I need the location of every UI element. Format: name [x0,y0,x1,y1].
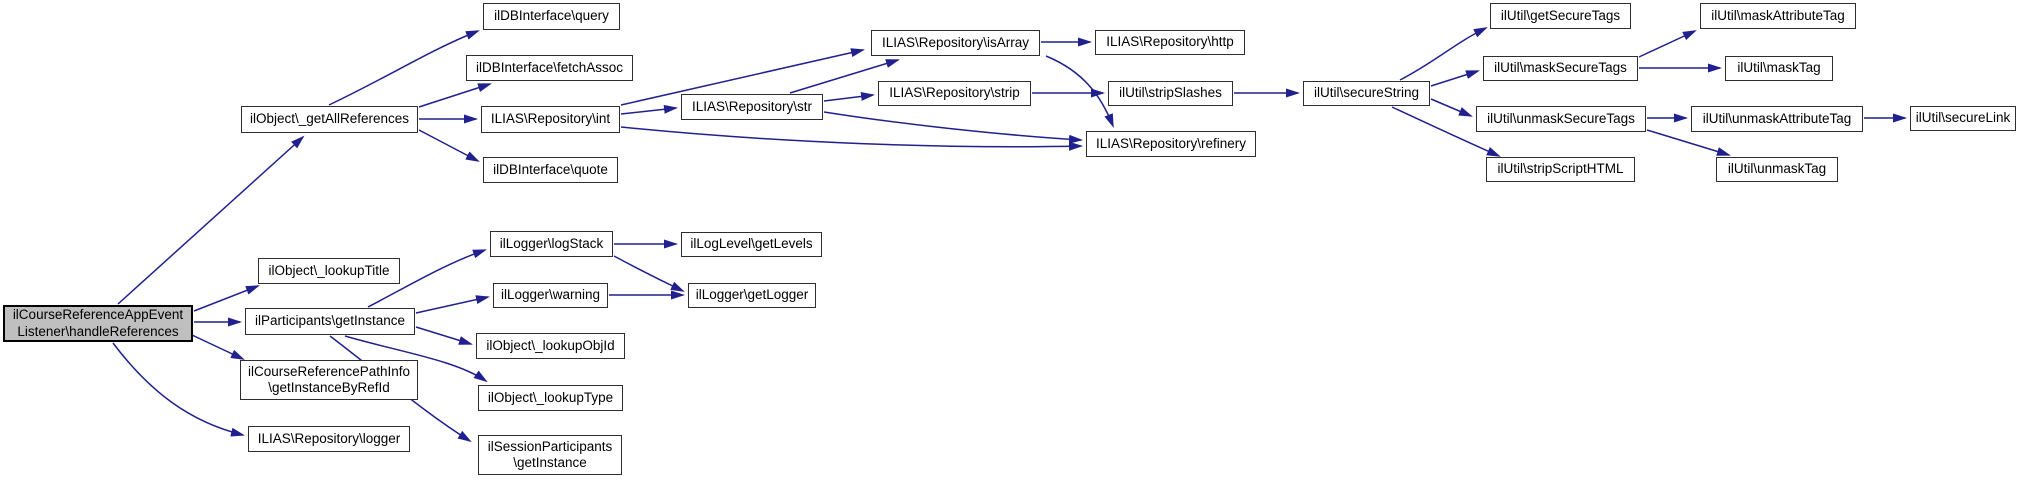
edge-int-refinery [620,126,1083,151]
node-repository-logger[interactable]: ILIAS\Repository\logger [248,426,410,452]
edge-str-isarray [789,59,900,94]
edge-securestring-unmasksecuretags [1430,98,1473,117]
edge-str-refinery [823,111,1083,144]
node-mask-secure-tags[interactable]: ilUtil\maskSecureTags [1483,56,1638,81]
edge-getallreferences-fetchassoc [418,83,492,108]
edge-handlereferences-repositorylogger [112,342,245,437]
node-repository-int[interactable]: ILIAS\Repository\int [481,106,620,133]
node-repository-refinery[interactable]: ILIAS\Repository\refinery [1086,131,1256,157]
node-db-quote[interactable]: ilDBInterface\quote [483,157,618,183]
node-get-logger[interactable]: ilLogger\getLogger [688,283,816,308]
node-lookup-type[interactable]: ilObject\_lookupType [478,385,623,411]
node-unmask-tag[interactable]: ilUtil\unmaskTag [1716,157,1838,182]
node-path-info-get-instance-by-ref-id[interactable]: ilCourseReferencePathInfo \getInstanceBy… [240,360,418,400]
node-lookup-title[interactable]: ilObject\_lookupTitle [258,258,400,284]
node-participants-get-instance[interactable]: ilParticipants\getInstance [245,308,415,335]
node-secure-link[interactable]: ilUtil\secureLink [1910,106,2016,131]
node-repository-str[interactable]: ILIAS\Repository\str [681,94,823,120]
edge-logstack-getlogger [613,255,685,292]
node-logger-warning[interactable]: ilLogger\warning [493,283,608,308]
edge-int-str [620,104,678,115]
edge-securestring-stripscripthtml [1391,106,1501,157]
node-repository-http[interactable]: ILIAS\Repository\http [1095,30,1245,55]
node-mask-tag[interactable]: ilUtil\maskTag [1725,56,1833,81]
node-secure-string[interactable]: ilUtil\secureString [1303,81,1430,106]
node-strip-slashes[interactable]: ilUtil\stripSlashes [1108,81,1233,106]
node-strip-script-html[interactable]: ilUtil\stripScriptHTML [1486,157,1635,182]
edge-participantsgetinstance-logstack [367,249,487,308]
edge-handlereferences-getallreferences [117,135,305,305]
node-lookup-obj-id[interactable]: ilObject\_lookupObjId [476,333,625,359]
node-unmask-secure-tags[interactable]: ilUtil\unmaskSecureTags [1476,106,1646,132]
edge-participantsgetinstance-lookuptype [344,335,488,383]
node-db-query[interactable]: ilDBInterface\query [483,3,620,30]
node-session-participants-get-instance[interactable]: ilSessionParticipants \getInstance [478,435,622,475]
edge-unmasksecuretags-unmasktag [1646,129,1731,156]
edge-masksecuretags-maskattributetag [1638,30,1697,58]
node-get-levels[interactable]: ilLogLevel\getLevels [681,232,822,257]
node-db-fetch-assoc[interactable]: ilDBInterface\fetchAssoc [466,55,633,81]
node-get-all-references[interactable]: ilObject\_getAllReferences [241,106,418,133]
edge-securestring-getsecuretags [1399,27,1488,81]
node-unmask-attribute-tag[interactable]: ilUtil\unmaskAttributeTag [1691,106,1863,132]
edge-int-isarray [620,48,865,106]
edge-str-strip [823,91,875,102]
edge-handlereferences-lookuptitle [193,285,260,312]
edge-getallreferences-quote [418,129,480,162]
node-log-stack[interactable]: ilLogger\logStack [490,231,613,257]
edge-participantsgetinstance-warning [415,295,490,314]
node-repository-is-array[interactable]: ILIAS\Repository\isArray [871,30,1040,56]
node-handle-references: ilCourseReferenceAppEvent Listener\handl… [3,305,193,342]
node-get-secure-tags[interactable]: ilUtil\getSecureTags [1490,3,1631,29]
edge-securestring-masksecuretags [1430,70,1480,87]
edge-getallreferences-query [328,30,480,106]
node-repository-strip[interactable]: ILIAS\Repository\strip [878,81,1031,106]
edge-handlereferences-pathinfo [191,334,245,360]
edge-isarray-refinery [1045,55,1114,128]
edge-participantsgetinstance-lookupobjid [415,326,473,345]
node-mask-attribute-tag[interactable]: ilUtil\maskAttributeTag [1700,3,1856,29]
